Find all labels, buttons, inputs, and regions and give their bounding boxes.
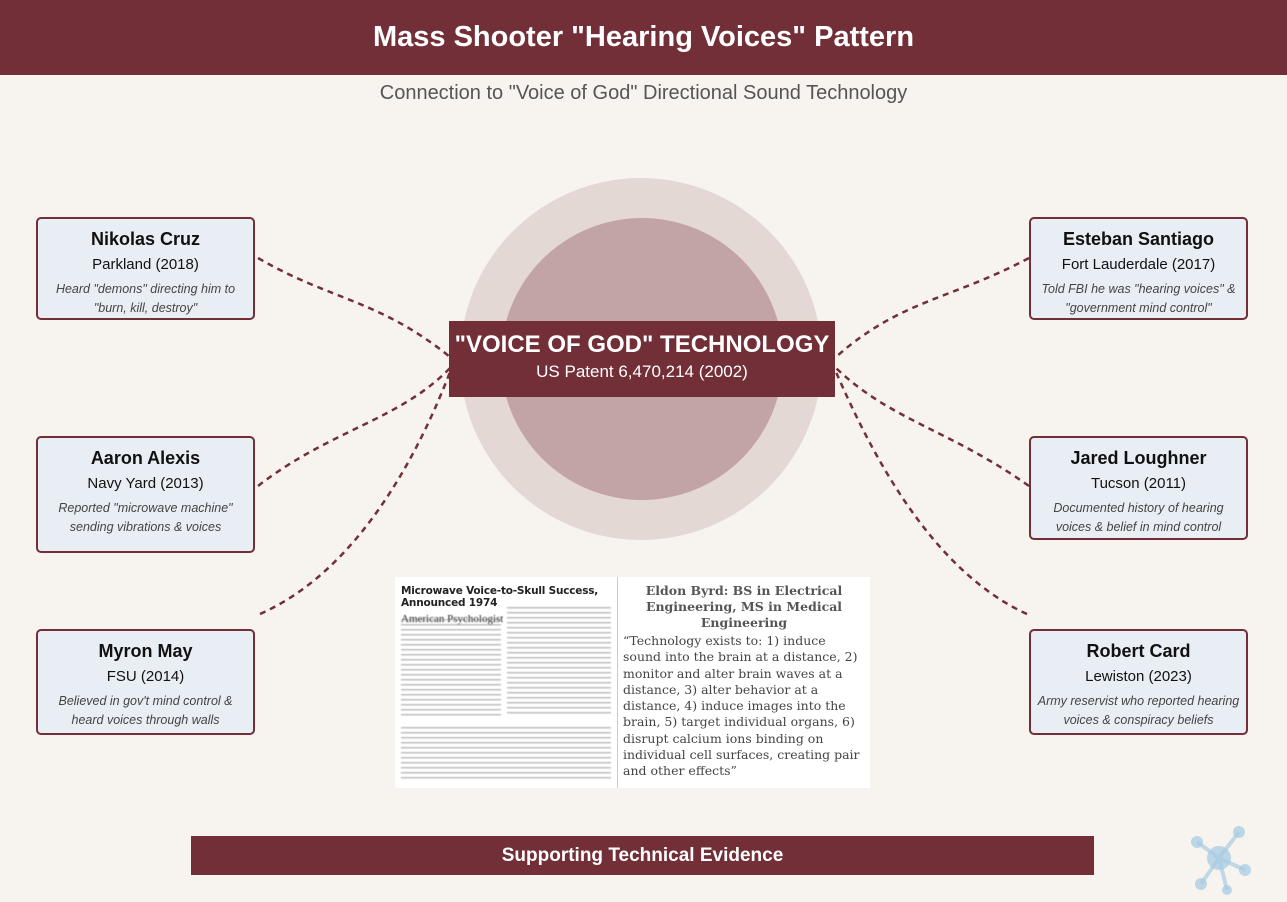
central-node: "VOICE OF GOD" TECHNOLOGY US Patent 6,47… (449, 321, 835, 397)
person-card-loughner: Jared Loughner Tucson (2011) Documented … (1029, 436, 1248, 540)
article-text-block (401, 727, 611, 782)
person-description: Believed in gov't mind control & heard v… (58, 694, 233, 727)
person-card-card: Robert Card Lewiston (2023) Army reservi… (1029, 629, 1248, 735)
person-location: Fort Lauderdale (2017) (1061, 256, 1216, 273)
person-card-santiago: Esteban Santiago Fort Lauderdale (2017) … (1029, 217, 1248, 320)
person-description: Heard "demons" directing him to "burn, k… (55, 282, 236, 315)
evidence-section-bar: Supporting Technical Evidence (191, 836, 1094, 875)
person-location: FSU (2014) (106, 668, 185, 685)
central-subtitle: US Patent 6,470,214 (2002) (536, 362, 748, 381)
person-name: Aaron Alexis (90, 448, 201, 468)
person-card-may: Myron May FSU (2014) Believed in gov't m… (36, 629, 255, 735)
evidence-quote-title: Eldon Byrd: BS in Electrical Engineering… (645, 583, 843, 630)
page-title: Mass Shooter "Hearing Voices" Pattern (372, 21, 915, 53)
person-card-alexis: Aaron Alexis Navy Yard (2013) Reported "… (36, 436, 255, 553)
page-header: Mass Shooter "Hearing Voices" Pattern (0, 0, 1287, 75)
connector-loughner (835, 367, 1030, 488)
person-name: Nikolas Cruz (90, 229, 201, 249)
article-text-column (507, 607, 611, 717)
page-subtitle: Connection to "Voice of God" Directional… (379, 82, 908, 104)
central-title: "VOICE OF GOD" TECHNOLOGY (454, 331, 830, 358)
evidence-article: Microwave Voice-to-Skull Success, Announ… (395, 577, 618, 788)
evidence-image: Microwave Voice-to-Skull Success, Announ… (395, 577, 870, 788)
person-description: Reported "microwave machine" sending vib… (58, 501, 233, 534)
connector-may (259, 371, 452, 616)
person-name: Jared Loughner (1070, 448, 1207, 468)
person-name: Myron May (98, 641, 193, 661)
molecule-icon (1191, 826, 1251, 895)
connector-santiago (835, 256, 1030, 358)
person-location: Navy Yard (2013) (87, 475, 204, 492)
person-location: Tucson (2011) (1090, 475, 1187, 492)
person-name: Esteban Santiago (1062, 229, 1215, 249)
person-description: Army reservist who reported hearing voic… (1037, 694, 1240, 727)
connector-card (834, 371, 1028, 616)
evidence-quote-panel: Eldon Byrd: BS in Electrical Engineering… (623, 583, 865, 780)
person-description: Told FBI he was "hearing voices" & "gove… (1041, 282, 1236, 315)
evidence-headline: Microwave Voice-to-Skull Success, Announ… (401, 585, 599, 609)
article-text-column (401, 619, 501, 719)
person-location: Lewiston (2023) (1085, 668, 1192, 685)
evidence-quote-text: “Technology exists to: 1) induce sound i… (623, 633, 860, 779)
person-description: Documented history of hearing voices & b… (1053, 501, 1224, 534)
evidence-section-label: Supporting Technical Evidence (501, 844, 784, 866)
person-name: Robert Card (1086, 641, 1191, 661)
connector-alexis (257, 367, 451, 487)
connector-cruz (257, 256, 451, 358)
person-card-cruz: Nikolas Cruz Parkland (2018) Heard "demo… (36, 217, 255, 320)
person-location: Parkland (2018) (92, 256, 199, 273)
